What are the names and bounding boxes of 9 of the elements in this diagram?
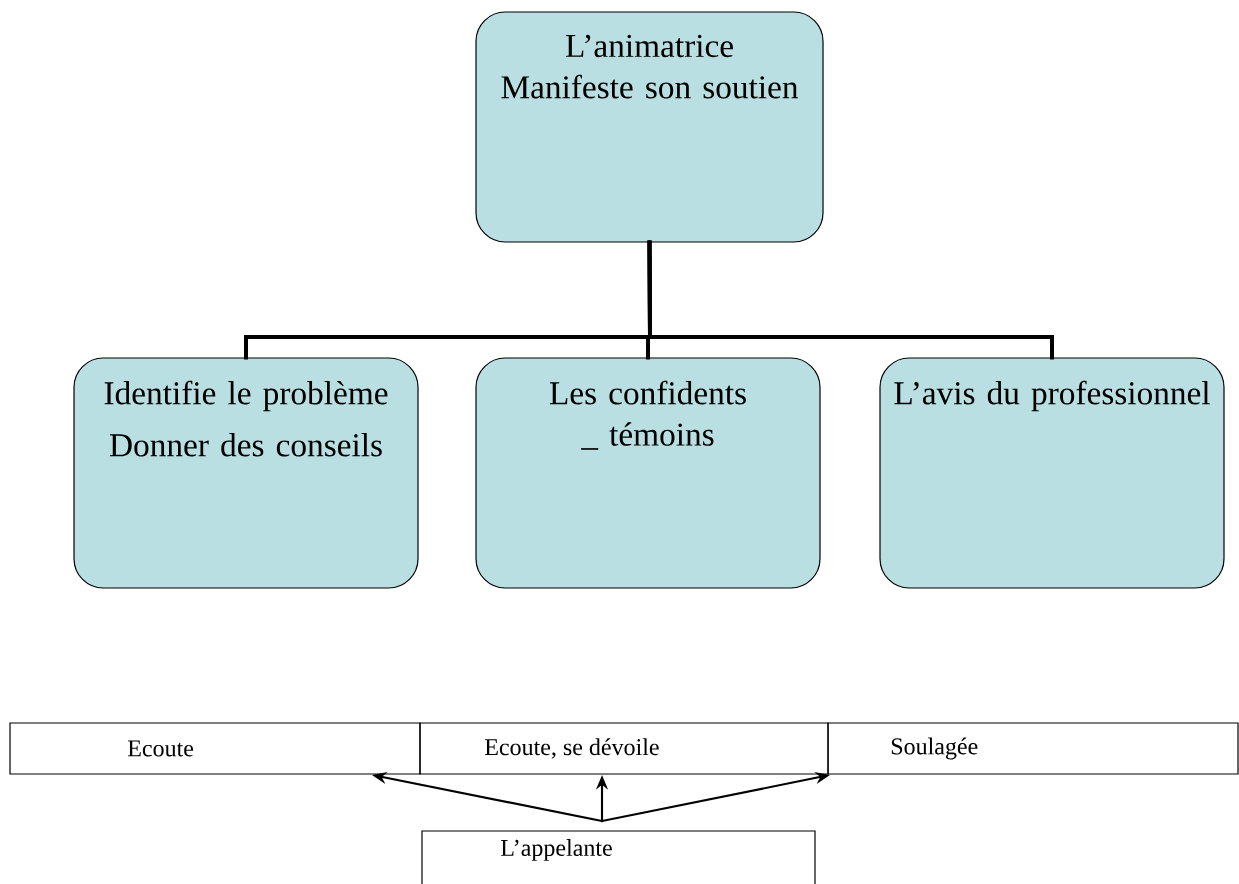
table-cell: Soulagée xyxy=(827,722,1239,775)
rounded-box: Les confidents _ témoins xyxy=(475,357,821,589)
table-cell: Ecoute, se dévoile xyxy=(419,722,829,775)
table-cell: L’appelante xyxy=(421,830,816,884)
rounded-box: L’avis du professionnel xyxy=(879,357,1225,589)
rounded-box: Identifie le problème Donner des conseils xyxy=(73,357,419,589)
connector-line xyxy=(647,240,1054,360)
table-cell: Ecoute xyxy=(9,722,421,775)
rounded-box: L’animatrice Manifeste son soutien xyxy=(475,11,824,243)
